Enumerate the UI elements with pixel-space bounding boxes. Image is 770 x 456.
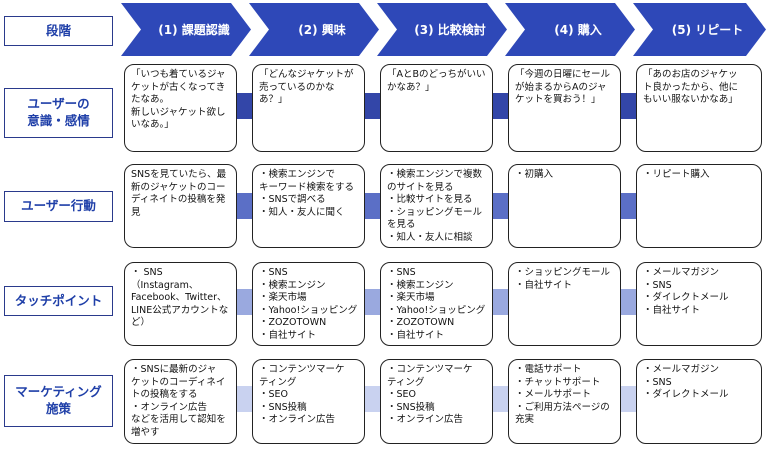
stage-chevron-4: (4) 購入	[505, 3, 635, 56]
cell-touchpoint-stage4: ・ショッピングモール ・自社サイト	[508, 262, 621, 346]
stage-chevron-2: (2) 興味	[249, 3, 379, 56]
cell-marketing-stage3: ・コンテンツマーケ ティング ・SEO ・SNS投稿 ・オンライン広告	[380, 359, 493, 444]
stage-chevron-3: (3) 比較検討	[377, 3, 507, 56]
cell-marketing-stage2: ・コンテンツマーケ ティング ・SEO ・SNS投稿 ・オンライン広告	[252, 359, 365, 444]
row-connector	[492, 93, 508, 119]
row-label-awareness: ユーザーの 意識・感情	[4, 88, 113, 138]
row-connector	[364, 93, 380, 119]
cell-touchpoint-stage5: ・メールマガジン ・SNS ・ダイレクトメール ・自社サイト	[636, 262, 762, 346]
row-connector	[492, 289, 508, 315]
row-connector	[620, 93, 636, 119]
row-label-behavior: ユーザー行動	[4, 191, 113, 222]
cell-marketing-stage5: ・メールマガジン ・SNS ・ダイレクトメール	[636, 359, 762, 444]
cell-awareness-stage3: 「AとBのどっちがいい かなあ？」	[380, 64, 493, 152]
row-connector	[492, 193, 508, 219]
row-connector	[364, 289, 380, 315]
cell-awareness-stage2: 「どんなジャケットが 売っているのかな あ？」	[252, 64, 365, 152]
row-connector	[236, 386, 252, 412]
cell-behavior-stage2: ・検索エンジンで キーワード検索をする ・SNSで調べる ・知人・友人に聞く	[252, 164, 365, 248]
cell-awareness-stage1: 「いつも着ているジャ ケットが古くなってき たなあ。 新しいジャケット欲し いな…	[124, 64, 237, 152]
row-connector	[236, 289, 252, 315]
row-connector	[620, 289, 636, 315]
stage-chevron-5: (5) リピート	[633, 3, 766, 56]
row-connector	[236, 193, 252, 219]
row-connector	[236, 93, 252, 119]
cell-touchpoint-stage2: ・SNS ・検索エンジン ・楽天市場 ・Yahoo!ショッピング ・ZOZOTO…	[252, 262, 365, 346]
stage-chevron-1: (1) 課題認識	[121, 3, 251, 56]
cell-touchpoint-stage1: ・ SNS （Instagram、 Facebook、Twitter、 LINE…	[124, 262, 237, 346]
row-connector	[620, 386, 636, 412]
row-connector	[364, 386, 380, 412]
cell-behavior-stage4: ・初購入	[508, 164, 621, 248]
cell-behavior-stage5: ・リピート購入	[636, 164, 762, 248]
row-connector	[492, 386, 508, 412]
stage-header-label: 段階	[4, 16, 113, 46]
cell-awareness-stage4: 「今週の日曜にセール が始まるからAのジャ ケットを買おう！」	[508, 64, 621, 152]
cell-behavior-stage1: SNSを見ていたら、最 新のジャケットのコー ディネイトの投稿を発 見	[124, 164, 237, 248]
cell-behavior-stage3: ・検索エンジンで複数 のサイトを見る ・比較サイトを見る ・ショッピングモール …	[380, 164, 493, 248]
row-label-marketing: マーケティング 施策	[4, 375, 113, 427]
cell-touchpoint-stage3: ・SNS ・検索エンジン ・楽天市場 ・Yahoo!ショッピング ・ZOZOTO…	[380, 262, 493, 346]
cell-awareness-stage5: 「あのお店のジャケッ ト良かったから、他に もいい服ないかなあ」	[636, 64, 762, 152]
cell-marketing-stage1: ・SNSに最新のジャ ケットのコーディネイ トの投稿をする ・オンライン広告 な…	[124, 359, 237, 444]
cell-marketing-stage4: ・電話サポート ・チャットサポート ・メールサポート ・ご利用方法ページの 充実	[508, 359, 621, 444]
row-label-touchpoint: タッチポイント	[4, 286, 113, 316]
row-connector	[620, 193, 636, 219]
row-connector	[364, 193, 380, 219]
